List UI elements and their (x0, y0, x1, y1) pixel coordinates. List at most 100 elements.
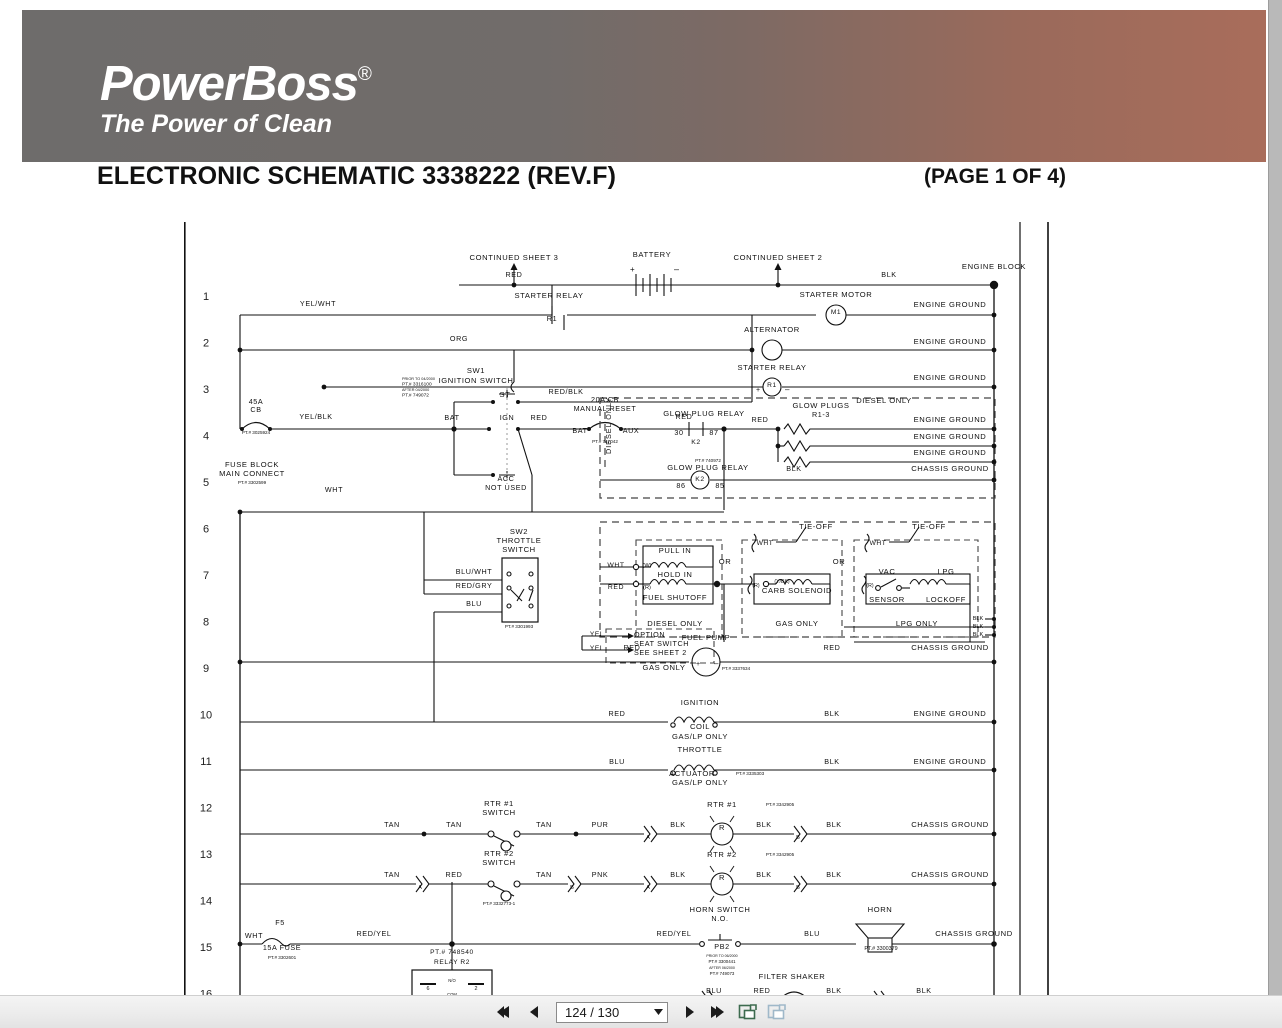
row-number: 12 (200, 803, 212, 815)
schematic-label-ignition: IGNITION (681, 698, 720, 707)
schematic-label-throttle-switch-2: SWITCH (502, 545, 536, 554)
schematic-label-k2-2: K2 (695, 476, 705, 483)
first-page-button[interactable] (494, 1001, 516, 1023)
row-number: 11 (200, 756, 211, 768)
schematic-label-option: OPTION (634, 630, 665, 639)
schematic-label-main-connect: MAIN CONNECT (219, 469, 285, 478)
schematic-label-rtr1-switch: RTR #1 (484, 799, 514, 808)
fit-width-button[interactable] (766, 1001, 788, 1023)
schematic-label-pur: PUR (592, 820, 609, 829)
schematic-label-ptn-748540: PT.# 748540 (430, 949, 474, 956)
schematic-label-engine-ground-1: ENGINE GROUND (914, 300, 987, 309)
schematic-label-yel-wht: YEL/WHT (300, 299, 336, 308)
schematic-label-relay-r2: RELAY R2 (434, 959, 470, 966)
schematic-label-blu-throttle: BLU (609, 757, 625, 766)
schematic-label-blu-sw2: BLU (466, 599, 482, 608)
schematic-label-blu-horn: BLU (804, 929, 820, 938)
sheet-borders (184, 222, 1049, 995)
title-row: ELECTRONIC SCHEMATIC 3338222 (REV.F) (PA… (0, 162, 1268, 200)
schematic-label-r1-2: R1 (767, 382, 777, 389)
schematic-label-ptn-3302601: PT.# 3302601 (268, 955, 297, 960)
schematic-label-eightysix: 86 (676, 481, 685, 490)
schematic-label-f5: F5 (275, 918, 285, 927)
svg-text:+: + (696, 661, 700, 668)
schematic-label-fuel-shutoff: FUEL SHUTOFF (643, 593, 707, 602)
schematic-label-glow-plug-relay-2: GLOW PLUG RELAY (667, 463, 748, 472)
schematic-label-not-used: NOT USED (485, 483, 527, 492)
schematic-label-chassis-ground-5: CHASSIS GROUND (935, 929, 1013, 938)
schematic-label-ptn-3337634: PT.# 3337634 (722, 666, 751, 671)
document-surface: PowerBoss® The Power of Clean ELECTRONIC… (0, 0, 1268, 995)
schematic-label-ignition-switch: IGNITION SWITCH (439, 376, 514, 385)
page-number-value: 124 / 130 (565, 1004, 620, 1020)
schematic-label-org: ORG (450, 334, 468, 343)
first-page-icon (497, 1006, 509, 1018)
next-page-button[interactable] (679, 1001, 701, 1023)
schematic-label-wht-fs: WHT (607, 562, 624, 569)
schematic-label-r1-top: R1 (547, 314, 557, 323)
schematic-label-b-mark-1: B (796, 835, 800, 841)
schematic-label-hold-in: HOLD IN (657, 570, 692, 579)
schematic-label-w-paren: (W) (642, 563, 651, 569)
schematic-label-engine-ground-3: ENGINE GROUND (914, 373, 987, 382)
row-number: 5 (203, 477, 209, 489)
schematic-label-starter-motor: STARTER MOTOR (800, 290, 873, 299)
brand-tagline: The Power of Clean (100, 110, 332, 138)
schematic-label-horn-no: N.O. (711, 914, 728, 923)
schematic-label-eightyfive: 85 (715, 481, 724, 490)
svg-text:–: – (714, 659, 719, 668)
row-number: 1 (203, 291, 209, 303)
schematic-label-tan-5: TAN (536, 870, 552, 879)
schematic-label-gas-lp-only-1: GAS/LP ONLY (672, 732, 728, 741)
schematic-lines: + – (237, 222, 1021, 995)
schematic-label-ybk: (Y/BK) (774, 579, 790, 585)
schematic-label-alternator: ALTERNATOR (744, 325, 800, 334)
schematic-sheet: 123456789101112131415161718 (184, 222, 1050, 995)
page-navigation-toolbar: 124 / 130 (0, 995, 1282, 1028)
schematic-label-manual-reset: MANUAL RESET (574, 404, 637, 413)
registered-trademark-icon: ® (357, 63, 372, 85)
schematic-label-red-top: RED (506, 270, 523, 279)
schematic-label-com: COM (447, 992, 457, 995)
schematic-label-rtr2-label: RTR #2 (707, 850, 737, 859)
schematic-label-yel-1: YEL (590, 631, 604, 638)
schematic-label-fuse-block: FUSE BLOCK (225, 460, 279, 469)
schematic-label-see-sheet-2: SEE SHEET 2 (634, 648, 687, 657)
schematic-label-carb-solenoid: CARB SOLENOID (762, 586, 832, 595)
schematic-label-cb: CB (250, 405, 261, 414)
row-number: 2 (203, 338, 209, 350)
row-number: 6 (203, 524, 209, 536)
schematic-label-horn: HORN (868, 905, 893, 914)
schematic-label-b-mark-3: B (796, 885, 800, 891)
page-number-field[interactable]: 124 / 130 (556, 1001, 668, 1023)
schematic-label-or-1: OR (719, 557, 732, 566)
schematic-label-tan-1: TAN (384, 820, 400, 829)
schematic-label-blk-glow: BLK (786, 464, 801, 473)
chevron-down-glyph (653, 1009, 663, 1015)
schematic-label-tan-3: TAN (536, 820, 552, 829)
schematic-label-blu-fs: BLU (706, 986, 722, 995)
schematic-label-r-paren-2: (R) (752, 583, 759, 589)
schematic-label-red-fs: RED (608, 584, 624, 591)
schematic-label-wht-tie2: WHT (870, 540, 887, 547)
schematic-label-engine-ground-8: ENGINE GROUND (914, 757, 987, 766)
previous-page-button[interactable] (523, 1001, 545, 1023)
schematic-label-lpg-only: LPG ONLY (896, 619, 938, 628)
schematic-label-blk-rtr1b: BLK (756, 820, 771, 829)
schematic-label-diesel-only-box: DIESEL ONLY (856, 396, 912, 405)
schematic-label-ptn-3335303: PT.# 3335303 (736, 771, 765, 776)
last-page-button[interactable] (708, 1001, 730, 1023)
window-right-gutter (1268, 0, 1282, 995)
schematic-label-red-yel-1: RED/YEL (357, 929, 392, 938)
schematic-label-glow-plugs: GLOW PLUGS (792, 401, 849, 410)
chevron-down-icon[interactable] (653, 1007, 663, 1017)
schematic-label-ptn-3342905-2: PT.# 3342905 (766, 852, 795, 857)
schematic-label-no: N/O (448, 978, 456, 983)
brand-lockup: PowerBoss® The Power of Clean (100, 58, 372, 138)
schematic-label-yel-2: YEL (590, 645, 604, 652)
svg-text:–: – (785, 385, 790, 394)
fit-page-button[interactable] (737, 1001, 759, 1023)
schematic-label-sensor: SENSOR (869, 595, 905, 604)
svg-text:+: + (630, 265, 635, 274)
schematic-label-red-after-cb: RED (676, 412, 693, 421)
